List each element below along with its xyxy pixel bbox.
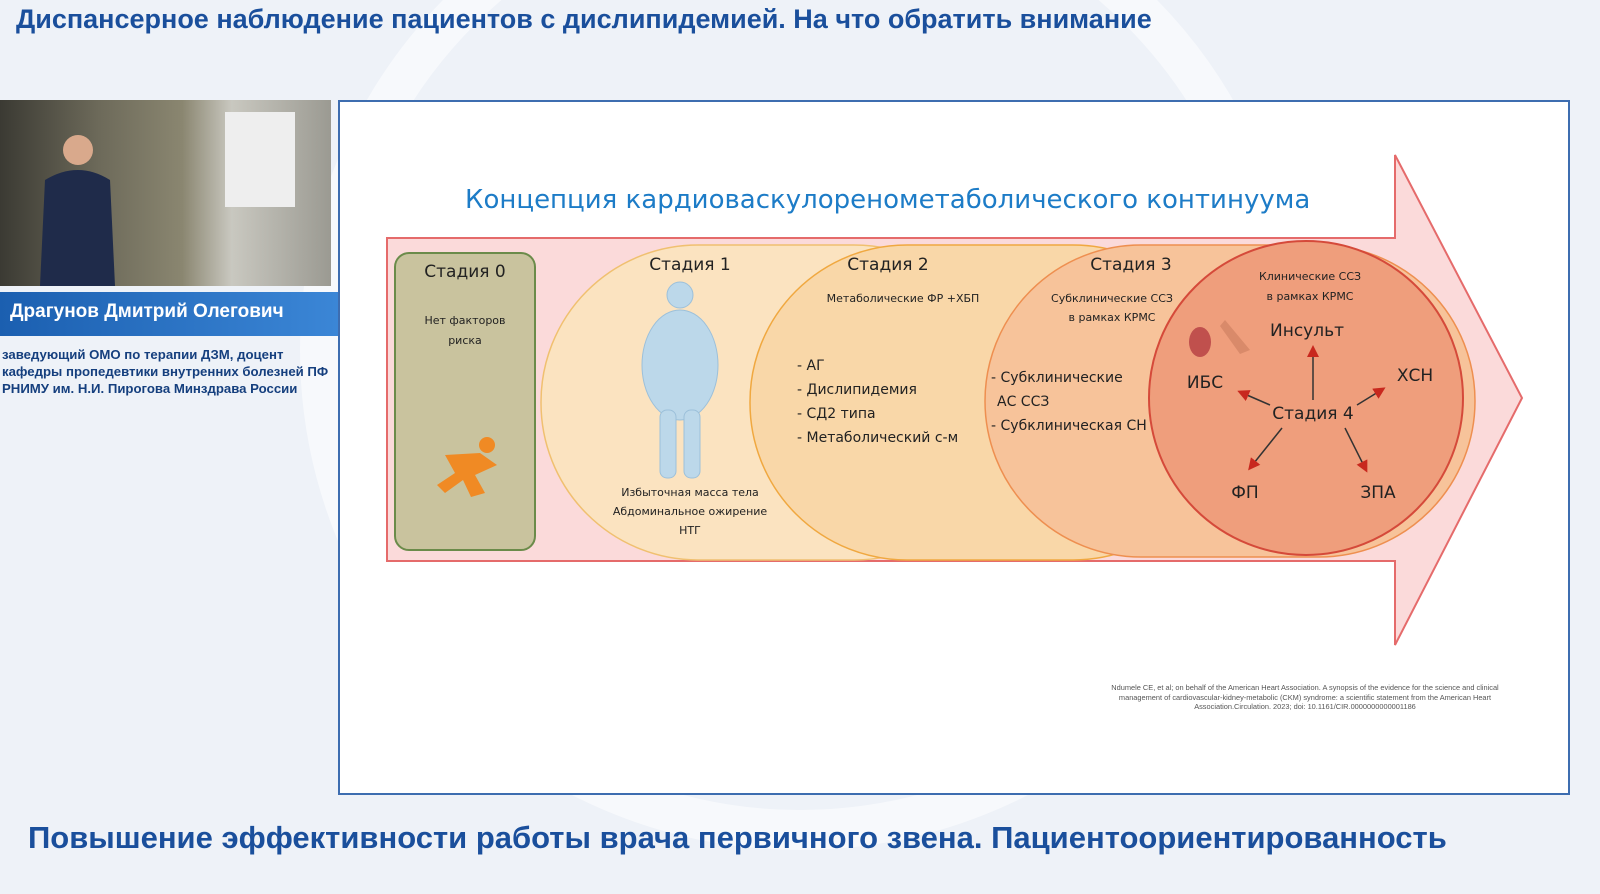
outcome-hf: ХСН (1397, 366, 1433, 386)
stage4-circle (1148, 240, 1464, 556)
speaker-name: Драгунов Дмитрий Олегович (0, 292, 338, 336)
heart-vessel-icon (1189, 320, 1250, 357)
stage3-item: - Субклинические (991, 370, 1123, 386)
stage2-item: - Метаболический с-м (797, 430, 958, 446)
speaker-figure (40, 135, 115, 286)
stage0-desc: риска (448, 334, 482, 347)
slide-title: Концепция кардиоваскулоренометаболическо… (465, 185, 1310, 215)
citation-line: management of cardiovascular-kidney-meta… (1118, 692, 1492, 702)
body-figure-icon (641, 281, 719, 479)
flipchart (225, 112, 295, 207)
stage2-item: - СД2 типа (797, 406, 876, 422)
citation-line: Association.Circulation. 2023; doi: 10.1… (1194, 702, 1416, 711)
outcome-af: ФП (1231, 483, 1258, 503)
stage1-label: Стадия 1 (649, 255, 730, 275)
runner-icon (437, 437, 497, 497)
stage1-desc: НТГ (679, 524, 701, 537)
outcome-ihd: ИБС (1187, 373, 1223, 393)
stage3-item: АС ССЗ (997, 394, 1049, 410)
stage0-label: Стадия 0 (424, 262, 505, 282)
stage1-desc: Избыточная масса тела (621, 486, 759, 499)
stage2-item: - Дислипидемия (797, 382, 917, 398)
stage1-desc: Абдоминальное ожирение (613, 505, 768, 518)
speaker-video (0, 100, 331, 286)
stage3-label: Стадия 3 (1090, 255, 1171, 275)
stage4-subtitle: Клинические ССЗ (1259, 270, 1361, 283)
stage3-item: - Субклиническая СН (991, 418, 1147, 434)
stage3-subtitle: Субклинические ССЗ (1051, 292, 1173, 305)
stage2-label: Стадия 2 (847, 255, 928, 275)
outcome-pad: ЗПА (1360, 483, 1396, 503)
stage0-desc: Нет факторов (424, 314, 505, 327)
stage2-subtitle: Метаболические ФР +ХБП (827, 292, 980, 305)
stage2-item: - АГ (797, 358, 825, 374)
citation: Ndumele CE, et al; on behalf of the Amer… (1085, 683, 1525, 712)
stage3-subtitle: в рамках КРМС (1068, 311, 1155, 324)
page-title: Диспансерное наблюдение пациентов с дисл… (16, 4, 1152, 34)
speaker-role: заведующий ОМО по терапии ДЗМ, доцент ка… (2, 347, 329, 396)
footer-title: Повышение эффективности работы врача пер… (28, 820, 1447, 855)
outcome-stroke: Инсульт (1270, 321, 1344, 341)
stage4-subtitle: в рамках КРМС (1266, 290, 1353, 303)
citation-line: Ndumele CE, et al; on behalf of the Amer… (1111, 683, 1499, 692)
stage0-box (394, 252, 536, 551)
outcome-arrows (1237, 345, 1386, 473)
stage4-label: Стадия 4 (1272, 404, 1353, 424)
